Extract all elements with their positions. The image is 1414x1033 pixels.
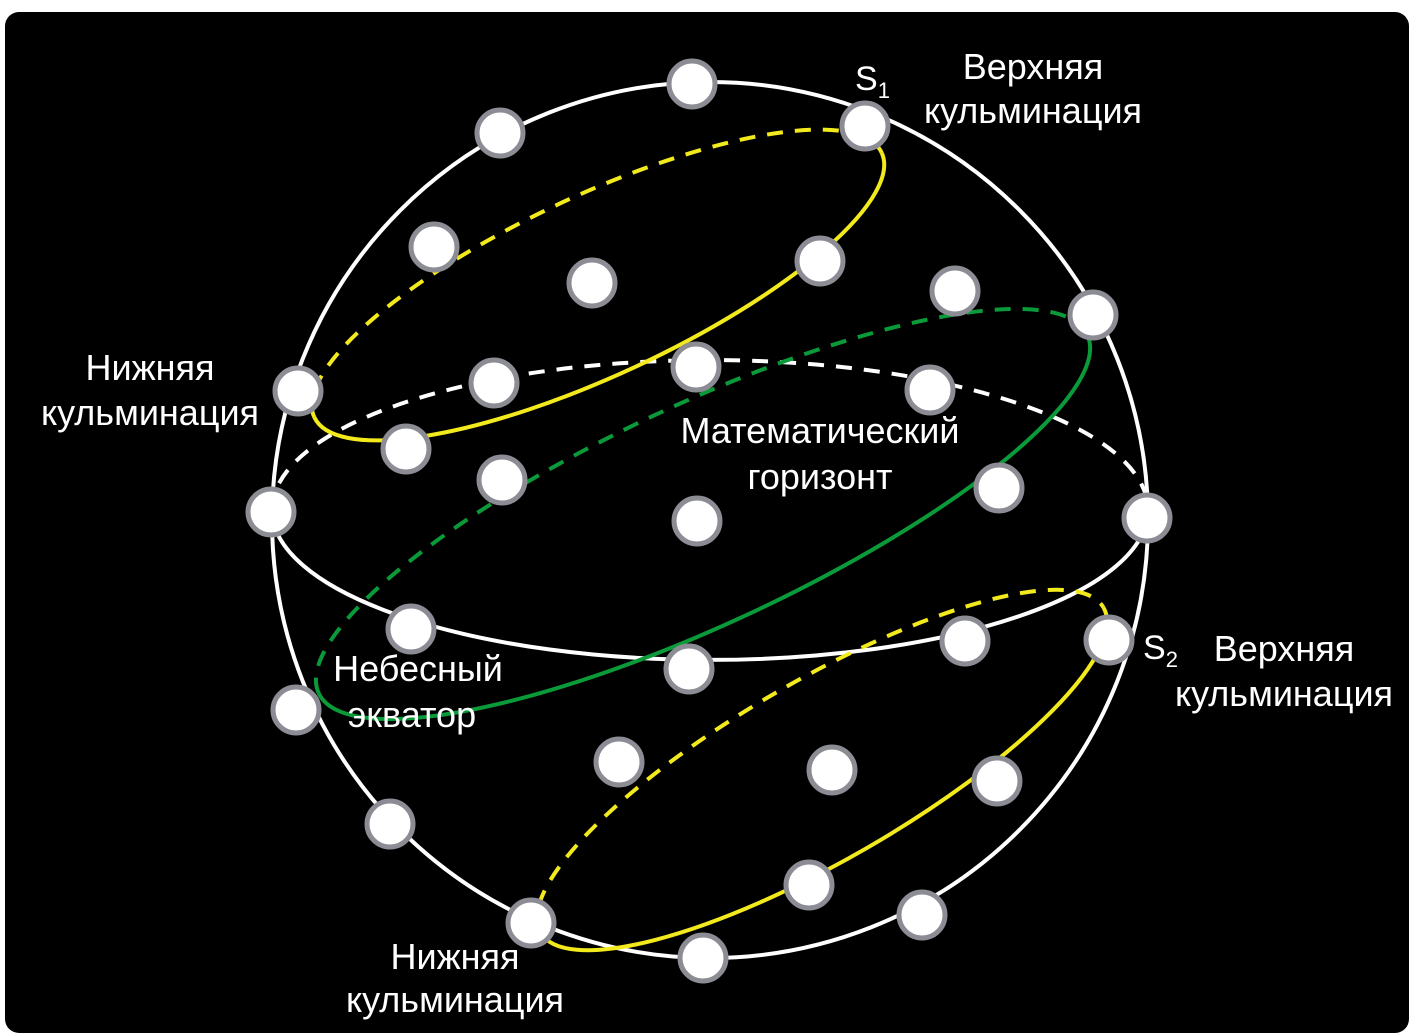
node-lower-culmination-bottom <box>505 897 557 949</box>
upper-culmination-right-line2: кульминация <box>1175 673 1393 714</box>
lower-culmination-left-line1: Нижняя <box>85 347 214 388</box>
node <box>806 744 858 796</box>
node <box>476 454 528 506</box>
node <box>270 684 322 736</box>
lower-culmination-bottom-line2: кульминация <box>346 979 564 1020</box>
node <box>245 486 297 538</box>
s1-path-back-arc <box>309 127 884 419</box>
equator-front-arc <box>316 333 1093 722</box>
node-s1 <box>839 100 891 152</box>
node <box>663 643 715 695</box>
star-path-s2 <box>535 587 1109 953</box>
node <box>670 341 722 393</box>
node <box>408 221 460 273</box>
horizon-label-line2: горизонт <box>748 456 893 497</box>
node <box>904 364 956 416</box>
node <box>783 859 835 911</box>
node <box>380 423 432 475</box>
node <box>474 107 526 159</box>
node <box>896 889 948 941</box>
celestial-equator <box>313 306 1093 722</box>
node <box>939 615 991 667</box>
s2-path-front-arc <box>538 606 1109 953</box>
node <box>1121 492 1173 544</box>
star-path-s1 <box>309 127 887 443</box>
node <box>973 462 1025 514</box>
equator-label-line1: Небесный <box>333 648 503 689</box>
s2-label: S2 <box>1143 629 1178 672</box>
node <box>385 603 437 655</box>
node <box>364 798 416 850</box>
upper-culmination-right-line1: Верхняя <box>1214 628 1355 669</box>
upper-culmination-top-line2: кульминация <box>924 90 1142 131</box>
s1-label: S1 <box>855 60 890 103</box>
lower-culmination-bottom-line1: Нижняя <box>390 936 519 977</box>
node <box>566 257 618 309</box>
node <box>666 58 718 110</box>
upper-culmination-top-line1: Верхняя <box>963 46 1104 87</box>
node <box>971 755 1023 807</box>
s1-path-front-arc <box>312 151 887 443</box>
lower-culmination-left-line2: кульминация <box>41 392 259 433</box>
node <box>468 357 520 409</box>
horizon-label-line1: Математический <box>680 410 959 451</box>
sphere-nodes <box>245 58 1173 984</box>
equator-label-line2: экватор <box>348 694 476 735</box>
node <box>593 736 645 788</box>
equator-back-arc <box>313 306 1090 695</box>
node <box>677 932 729 984</box>
node-lower-culmination-left <box>272 365 324 417</box>
node-s2 <box>1083 614 1135 666</box>
s2-path-back-arc <box>535 587 1106 934</box>
node <box>1067 289 1119 341</box>
s2-subscript: 2 <box>1166 647 1178 672</box>
s1-subscript: 1 <box>878 78 890 103</box>
labels: S1 Верхняя кульминация Нижняя кульминаци… <box>41 46 1393 1020</box>
node <box>671 495 723 547</box>
node <box>794 235 846 287</box>
node <box>929 265 981 317</box>
